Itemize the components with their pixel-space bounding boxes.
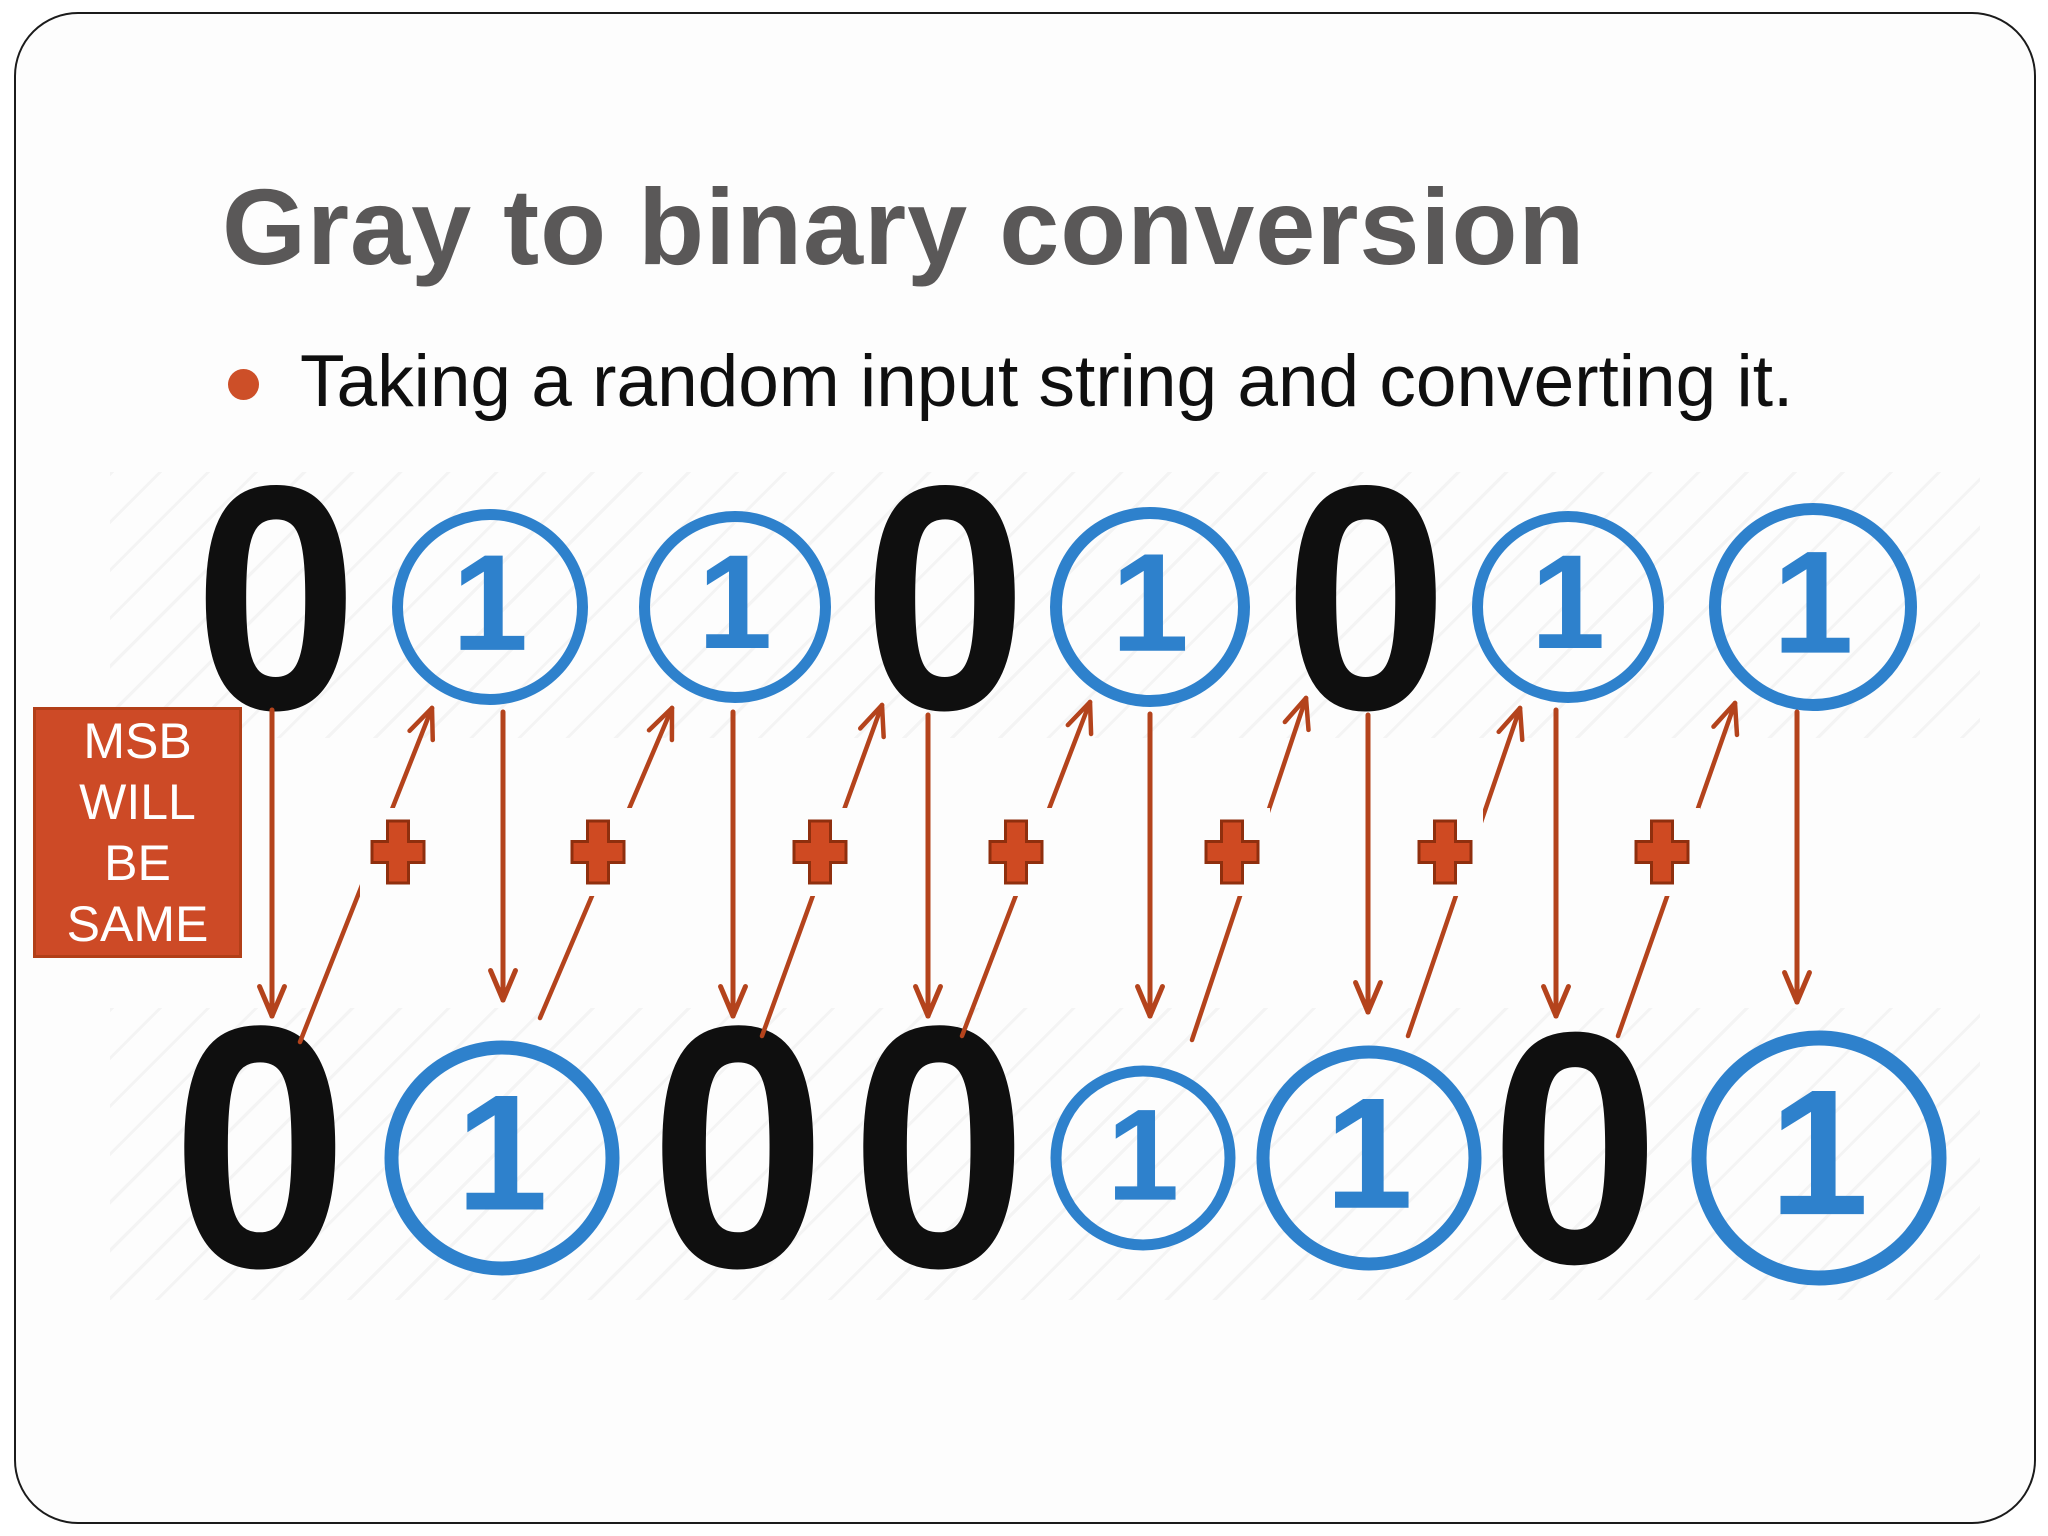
bit-value: 1	[697, 527, 773, 677]
bit-value: 1	[1111, 523, 1189, 681]
plus-sign-4	[1194, 808, 1270, 896]
plus-icon	[1634, 819, 1690, 885]
msb-note-line: BE	[104, 834, 171, 891]
plus-sign-5	[1407, 808, 1483, 896]
bit-value: 1	[456, 1060, 548, 1245]
plus-sign-1	[560, 808, 636, 896]
plus-icon	[570, 819, 626, 885]
msb-note-line: MSB	[83, 712, 192, 769]
plus-icon	[370, 819, 426, 885]
binary-bit-0: 0	[171, 955, 349, 1341]
msb-note-line: WILL	[79, 773, 196, 830]
down-arrow-5	[1353, 712, 1383, 1015]
plus-icon	[988, 819, 1044, 885]
down-arrow-2	[718, 709, 748, 1019]
gray-bit-0: 0	[194, 418, 358, 777]
down-arrow-4	[1135, 711, 1165, 1019]
plus-icon	[1417, 819, 1473, 885]
gray-bit-3: 0	[863, 418, 1027, 777]
gray-bit-5: 0	[1284, 418, 1448, 777]
bullet-text: Taking a random input string and convert…	[300, 341, 1794, 422]
binary-bit-3: 0	[850, 955, 1028, 1341]
gray-bit-2-circled: 1	[639, 511, 831, 703]
bit-value: 1	[1772, 520, 1854, 684]
bit-value: 1	[1530, 527, 1606, 677]
gray-bit-1-circled: 1	[392, 509, 588, 705]
plus-sign-0	[360, 808, 436, 896]
bit-value: 1	[1325, 1065, 1413, 1242]
gray-bit-6-circled: 1	[1472, 511, 1664, 703]
plus-sign-2	[782, 808, 858, 896]
bullet-dot-icon	[228, 369, 259, 400]
bit-value: 1	[1769, 1052, 1869, 1253]
binary-bit-4-circled: 1	[1050, 1065, 1236, 1251]
binary-bit-2: 0	[649, 955, 827, 1341]
down-arrow-6	[1541, 707, 1571, 1019]
msb-note-line: SAME	[66, 895, 209, 952]
plus-icon	[1204, 819, 1260, 885]
down-arrow-1	[488, 709, 518, 1003]
bit-value: 1	[1106, 1081, 1180, 1228]
down-arrow-3	[913, 712, 943, 1019]
plus-sign-6	[1624, 808, 1700, 896]
slide-border	[14, 12, 2036, 1524]
plus-icon	[792, 819, 848, 885]
plus-sign-3	[978, 808, 1054, 896]
binary-bit-6: 0	[1490, 963, 1660, 1333]
bit-value: 1	[451, 526, 529, 680]
down-arrow-0	[257, 707, 287, 1019]
page-title: Gray to binary conversion	[222, 166, 1586, 287]
msb-note-box: MSB WILL BE SAME	[33, 707, 242, 958]
down-arrow-7	[1782, 709, 1812, 1005]
